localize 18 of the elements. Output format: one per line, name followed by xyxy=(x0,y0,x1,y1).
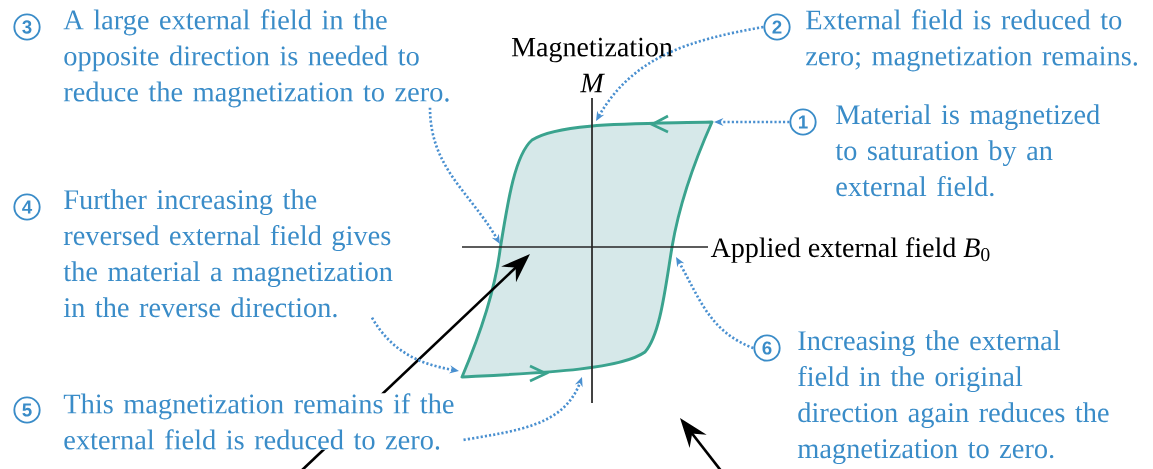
leader-line xyxy=(596,25,764,121)
callout-number: 3 xyxy=(13,13,41,41)
leader-line xyxy=(428,107,500,244)
callout-text: Material is magnetized to saturation by an external field. xyxy=(835,104,1126,197)
callout-number: 2 xyxy=(763,13,791,41)
axis-label: Magnetization xyxy=(511,37,673,63)
callout-number: 5 xyxy=(13,396,41,424)
callout-number: 6 xyxy=(753,334,781,362)
callout-text: A large external field in the opposite direction is needed to reduce the magnetization to zero. xyxy=(63,9,476,108)
callout-text: External field is reduced to zero; magnetization remains. xyxy=(805,9,1153,72)
callout-text: Further increasing the reversed external field gives the material a magnetization in the reverse direction. xyxy=(63,189,416,318)
axis-label: Applied external field B$_{0}$ xyxy=(710,237,990,263)
callout-number: 1 xyxy=(789,108,817,136)
axis-label: M xyxy=(580,73,605,93)
callout-number: 4 xyxy=(13,193,41,221)
callout-text: Increasing the external field in the original direction again reduces the magnetization to zero. xyxy=(797,330,1143,465)
callout-text: This magnetization remains if the external field is reduced to zero. xyxy=(63,393,464,450)
leader-line xyxy=(676,257,754,350)
